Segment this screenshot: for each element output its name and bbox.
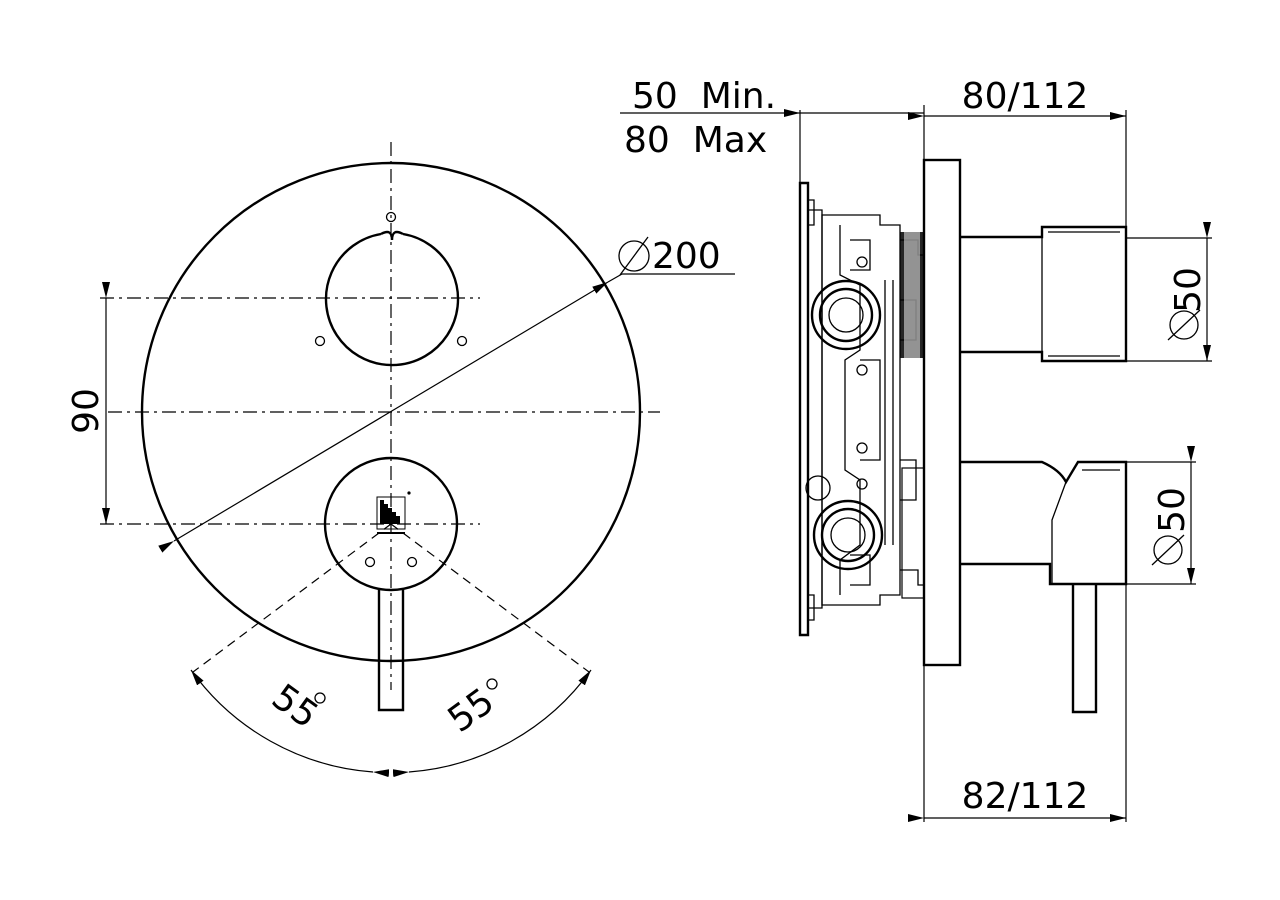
angle-left-label: 55 xyxy=(264,677,325,737)
rotation-line-right xyxy=(390,523,590,673)
rotation-arc-right xyxy=(392,669,592,778)
angle-right-label: 55 xyxy=(441,681,502,741)
diameter-symbol xyxy=(618,240,650,272)
plug xyxy=(805,475,831,501)
inlet-top xyxy=(810,279,882,351)
degree-mark-left xyxy=(314,692,326,704)
thread-bottom xyxy=(901,467,925,599)
bottom-knob-side xyxy=(960,460,1128,586)
front-view: 55 55 200 90 xyxy=(66,142,735,778)
knob-bottom-diameter-label: 50 xyxy=(1152,487,1193,533)
lever-handle-side xyxy=(1071,584,1098,714)
diameter-dimension-line xyxy=(158,281,609,553)
rotation-arc-left xyxy=(190,669,390,778)
diameter-label: 200 xyxy=(652,236,721,277)
lever-handle xyxy=(377,590,405,712)
mounting-flange xyxy=(798,181,810,637)
diameter-leader xyxy=(607,273,623,283)
side-view: 50 Min. 80 Max 80/112 82/112 50 50 xyxy=(620,76,1212,822)
rotation-line-left xyxy=(192,523,392,673)
depth-bottom-label: 82/112 xyxy=(962,776,1089,817)
depth-top-label: 80/112 xyxy=(962,76,1089,117)
knob-bottom-diameter-symbol xyxy=(1153,535,1183,565)
knob-top-diameter-symbol xyxy=(1169,310,1199,340)
top-knob-side xyxy=(960,225,1128,363)
inlet-bottom xyxy=(812,499,884,571)
spacing-label: 90 xyxy=(66,388,107,434)
cover-plate-side xyxy=(922,158,962,667)
wall-depth-max-label: 80 Max xyxy=(624,120,767,161)
degree-mark-right xyxy=(486,678,498,690)
wall-depth-min-label: 50 Min. xyxy=(632,76,776,117)
knob-top-diameter-label: 50 xyxy=(1168,267,1209,313)
